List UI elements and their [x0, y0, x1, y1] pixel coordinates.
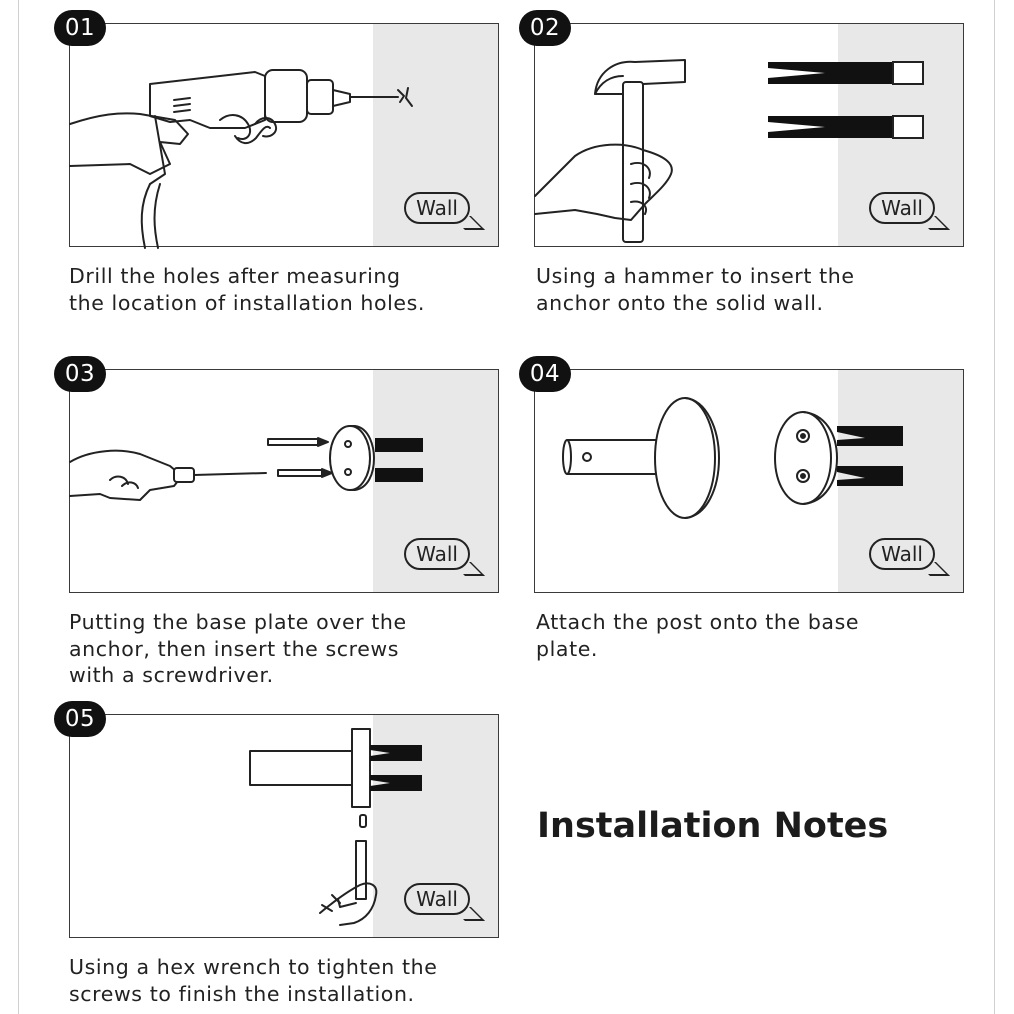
wall-label: Wall: [869, 538, 935, 570]
step-5-caption-line: screws to finish the installation.: [69, 981, 415, 1006]
wall-anchor-icon: [768, 61, 924, 139]
step-3-caption: Putting the base plate over the anchor, …: [69, 609, 509, 689]
wall-label: Wall: [404, 192, 470, 224]
step-3-badge: 03: [54, 356, 106, 392]
step-3-caption-line: Putting the base plate over the: [69, 610, 407, 634]
drill-icon: [69, 69, 413, 249]
step-3-caption-line: anchor, then insert the screws: [69, 636, 400, 661]
wall-label: Wall: [869, 192, 935, 224]
step-2-caption-line: Using a hammer to insert the: [536, 264, 855, 288]
step-2-caption: Using a hammer to insert the anchor onto…: [536, 263, 976, 316]
step-1-caption: Drill the holes after measuring the loca…: [69, 263, 509, 316]
wall-label: Wall: [404, 883, 470, 915]
step-4-caption-line: Attach the post onto the base: [536, 610, 860, 634]
page-edge-left: [18, 0, 19, 1014]
hammer-icon: [534, 59, 686, 243]
wall-anchor-icon: [370, 745, 422, 791]
step-3-caption-line: with a screwdriver.: [69, 663, 274, 687]
step-5-caption: Using a hex wrench to tighten the screws…: [69, 954, 509, 1007]
hex-wrench-icon: [249, 728, 378, 926]
page-edge-right: [994, 0, 995, 1014]
page-title: Installation Notes: [537, 806, 889, 846]
step-1-illustration: 01 Wall: [54, 10, 499, 249]
screwdriver-icon: [69, 425, 375, 501]
step-1-caption-line: the location of installation holes.: [69, 290, 426, 315]
step-4-illustration: 04 Wall: [519, 356, 964, 593]
base-plate-icon: [774, 411, 903, 505]
step-2-caption-line: anchor onto the solid wall.: [536, 290, 824, 315]
step-5-illustration: 05 Wall: [54, 701, 499, 938]
step-1-badge: 01: [54, 10, 106, 46]
step-1-caption-line: Drill the holes after measuring: [69, 264, 401, 288]
step-2-badge: 02: [519, 10, 571, 46]
step-3-illustration: 03 Wall: [54, 356, 499, 593]
step-5-badge: 05: [54, 701, 106, 737]
step-2-illustration: 02 Wall: [519, 10, 964, 247]
step-4-caption: Attach the post onto the base plate.: [536, 609, 976, 662]
step-4-caption-line: plate.: [536, 636, 599, 661]
step-5-caption-line: Using a hex wrench to tighten the: [69, 955, 438, 979]
step-4-badge: 04: [519, 356, 571, 392]
post-icon: [562, 397, 720, 519]
wall-anchor-icon: [375, 438, 423, 482]
wall-label: Wall: [404, 538, 470, 570]
